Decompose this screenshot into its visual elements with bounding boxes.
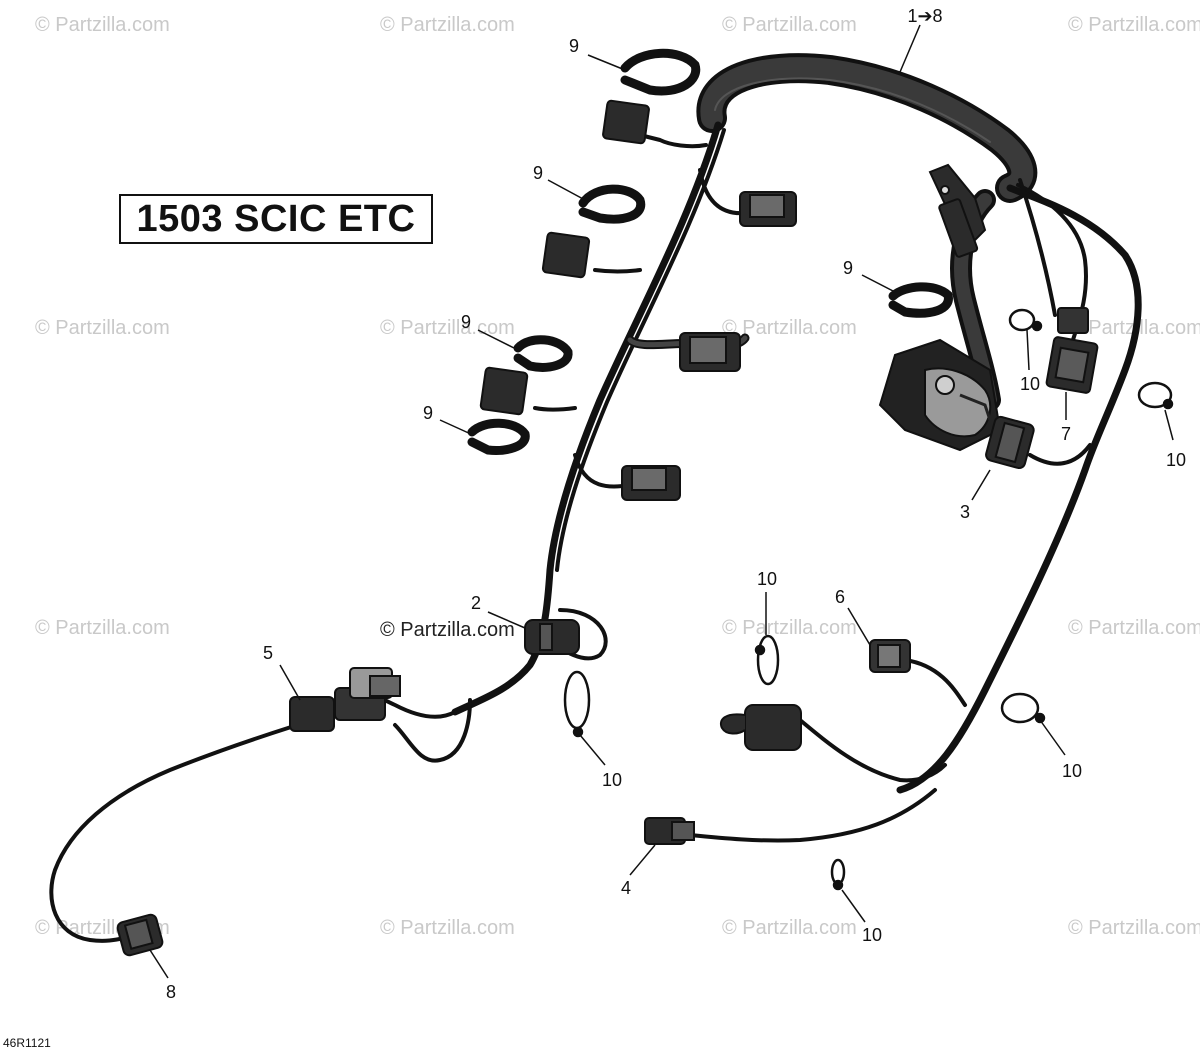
connector-3 [985,415,1035,470]
watermark: © Partzilla.com [1068,917,1200,939]
callout-3: 3 [959,502,971,522]
callout-10: 10 [1019,374,1041,394]
connector-2 [524,619,580,655]
callout-5: 5 [262,643,274,663]
center-watermark: © Partzilla.com [380,619,515,641]
leader-lines [149,24,1174,979]
throttle-body-module [878,338,1002,452]
watermark: © Partzilla.com [722,917,857,939]
callout-4: 4 [620,878,632,898]
watermark: © Partzilla.com [722,317,857,339]
connector-large-lower [720,704,802,751]
connector-7 [1045,307,1099,394]
watermark: © Partzilla.com [380,14,515,36]
watermark: © Partzilla.com [1068,617,1200,639]
callout-9: 9 [842,258,854,278]
sensor-bracket [928,163,987,258]
watermark: © Partzilla.com [35,617,170,639]
lead-to-connector-8 [49,713,332,943]
diagram-reference-code: 46R1121 [3,1036,51,1050]
harness-left-trunk [451,121,722,716]
connector-4 [644,817,695,845]
callout-10: 10 [861,925,883,945]
coil-connectors [621,191,797,501]
watermark: © Partzilla.com [1068,14,1200,36]
callout-10: 10 [1165,450,1187,470]
callout-9: 9 [568,36,580,56]
watermark: © Partzilla.com [722,617,857,639]
callout-6: 6 [834,587,846,607]
watermark: © Partzilla.com [380,917,515,939]
watermark: © Partzilla.com [35,317,170,339]
callout-2: 2 [470,593,482,613]
connector-5 [289,667,401,732]
callout-10: 10 [601,770,623,790]
harness-right-trunk [896,184,1142,794]
callout-8: 8 [165,982,177,1002]
watermark: © Partzilla.com [380,317,515,339]
injector-connectors [479,99,650,416]
callout-9: 9 [532,163,544,183]
callout-9: 9 [460,312,472,332]
connector-8 [116,913,164,957]
diagram-title-box: 1503 SCIC ETC [119,194,433,244]
callout-10: 10 [1061,761,1083,781]
callout-10: 10 [756,569,778,589]
clips-10 [563,308,1174,891]
watermark: © Partzilla.com [722,14,857,36]
callout-7: 7 [1060,424,1072,444]
connector-6 [869,639,911,673]
watermark: © Partzilla.com [35,14,170,36]
callout-9: 9 [422,403,434,423]
tie-straps-9 [467,48,953,455]
diagram-title: 1503 SCIC ETC [136,197,416,240]
callout-1-to-8: 1➔8 [907,6,943,26]
lead-to-connector-4 [688,788,937,843]
